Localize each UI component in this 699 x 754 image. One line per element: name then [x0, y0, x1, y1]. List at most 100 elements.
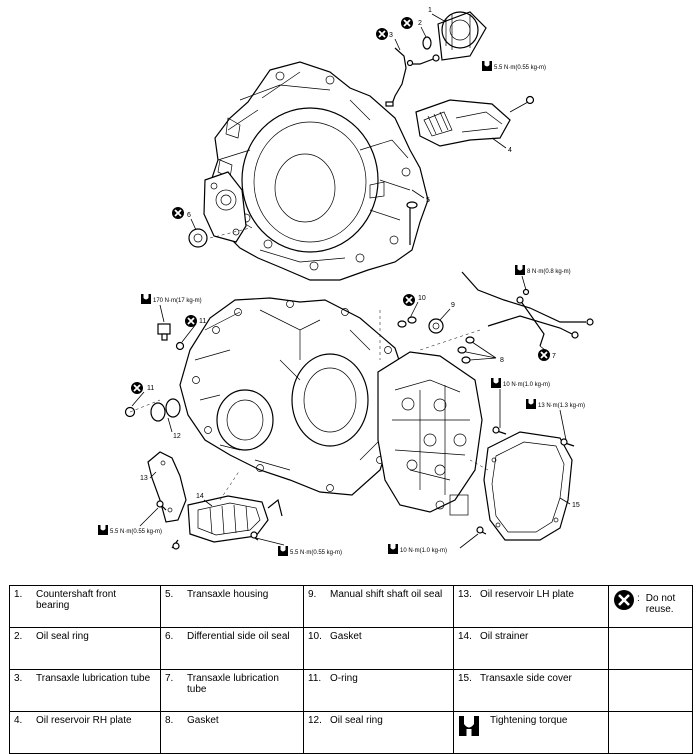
oil-seal-rings-12 [150, 398, 181, 422]
do-not-reuse-icon [375, 27, 389, 41]
torque-icon [515, 265, 525, 275]
legend-row: 1. Countershaft front bearing 5. Transaxle… [9, 585, 693, 628]
oil-reservoir-rh-plate [415, 95, 535, 147]
callout-12: 12 [173, 433, 181, 440]
callout-13: 13 [140, 475, 148, 482]
legend-num: 14. [458, 631, 472, 642]
legend-text: Transaxle lubrication tube [36, 673, 151, 684]
legend-cell: 11.O-ring [303, 669, 454, 712]
legend-cell: 14. Oil strainer [453, 627, 609, 670]
legend-num: 5. [165, 589, 174, 600]
legend-num: 2. [14, 631, 23, 642]
legend-cell: 15. Transaxle side cover [453, 669, 609, 712]
torque-top: 5.5 N·m(0.55 kg-m) [494, 65, 546, 71]
legend-cell-empty [608, 669, 693, 712]
torque-170: 170 N·m(17 kg-m) [153, 298, 202, 304]
legend-text: Oil seal ring [330, 715, 383, 726]
legend-text: Tightening torque [490, 715, 568, 726]
legend-text: Gasket [187, 715, 219, 726]
legend-text: Countershaft front bearing [36, 589, 117, 611]
transaxle-side-cover [483, 431, 573, 541]
callout-9: 9 [451, 302, 455, 309]
gaskets-10 [397, 316, 417, 328]
callout-7: 7 [552, 353, 556, 360]
legend-num: 9. [308, 589, 317, 600]
lubrication-tube-7 [461, 271, 594, 347]
legend-num: 3. [14, 673, 23, 684]
torque-13: 13 N·m(1.3 kg-m) [538, 403, 585, 409]
legend-cell: 10.Gasket [303, 627, 454, 670]
do-not-reuse-icon [171, 206, 185, 220]
parts-legend-table: 1. Countershaft front bearing 5. Transaxle… [9, 585, 693, 754]
gaskets-8 [457, 336, 497, 364]
do-not-reuse-icon [400, 16, 414, 30]
legend-num: 15. [458, 673, 472, 684]
legend-num: 12. [308, 715, 322, 726]
legend-num: 1. [14, 589, 23, 600]
torque-icon [491, 378, 501, 388]
do-not-reuse-text: Do not reuse. [645, 593, 676, 615]
countershaft-front-bearing [437, 11, 487, 61]
do-not-reuse-icon [402, 293, 416, 307]
differential-side-oil-seal [188, 228, 208, 248]
callout-11a: 11 [147, 385, 154, 392]
legend-row: 4.Oil reservoir RH plate 8.Gasket 12.Oil… [9, 711, 693, 754]
legend-cell: 1. Countershaft front bearing [9, 585, 161, 628]
exploded-view-diagram: 1 2 3 4 5 6 7 8 9 10 11 11 12 13 14 15 [98, 7, 594, 556]
torque-bottom: 5.5 N·m(0.55 kg-m) [290, 550, 342, 556]
legend-cell: 5. Transaxle housing [160, 585, 304, 628]
legend-cell: 6. Differential side oil seal [160, 627, 304, 670]
legend-num: 6. [165, 631, 174, 642]
callout-5: 5 [426, 197, 430, 204]
legend-text: Differential side oil seal [187, 631, 290, 642]
bolts [156, 426, 575, 550]
tightening-torque-icon [459, 716, 479, 736]
manual-shift-shaft-oil-seal [428, 318, 444, 334]
torque-10a: 10 N·m(1.0 kg-m) [503, 382, 550, 388]
legend-num: 11. [308, 673, 322, 684]
torque-icon [278, 546, 288, 556]
legend-cell-do-not-reuse: : Do not reuse. [608, 585, 693, 628]
legend-text: Oil strainer [480, 631, 529, 642]
legend-cell: 8. Gasket [160, 711, 304, 754]
legend-num: 8. [165, 715, 174, 726]
torque-10b: 10 N·m(1.0 kg-m) [400, 548, 447, 554]
torque-left: 5.5 N·m(0.55 kg-m) [110, 529, 162, 535]
guide-lines [129, 227, 489, 501]
oil-strainer [187, 495, 283, 543]
callout-15: 15 [572, 502, 580, 509]
legend-text: Oil seal ring [36, 631, 89, 642]
legend-colon: : [637, 593, 640, 604]
lubrication-tube-3 [385, 47, 440, 107]
legend-cell-empty [608, 711, 693, 754]
callout-14: 14 [196, 493, 204, 500]
legend-num: 4. [14, 715, 23, 726]
callout-10: 10 [418, 295, 426, 302]
legend-num: 13. [458, 589, 472, 600]
callout-4: 4 [508, 147, 512, 154]
callout-1: 1 [428, 7, 432, 14]
legend-cell: 12. Oil seal ring [303, 711, 454, 754]
callout-8: 8 [500, 357, 504, 364]
do-not-reuse-icon [184, 314, 198, 328]
callout-3: 3 [389, 32, 393, 39]
torque-8nm: 8 N·m(0.8 kg-m) [527, 269, 571, 275]
callout-2: 2 [418, 20, 422, 27]
torque-icon [98, 525, 108, 535]
do-not-reuse-icon [130, 381, 144, 395]
legend-text: Transaxle housing [187, 589, 269, 600]
legend-row: 3. Transaxle lubrication tube 7. Transaxle… [9, 669, 693, 712]
legend-num: 7. [165, 673, 174, 684]
transaxle-case [179, 297, 483, 516]
legend-num: 10. [308, 631, 322, 642]
do-not-reuse-icon [614, 590, 634, 610]
torque-icon [141, 294, 151, 304]
legend-text: Transaxle lubrication tube [187, 673, 279, 695]
legend-cell: 9.Manual shift shaft oil seal [303, 585, 454, 628]
legend-cell: 13.Oil reservoir LH plate [453, 585, 609, 628]
transaxle-housing [203, 61, 429, 281]
legend-cell: 2. Oil seal ring [9, 627, 161, 670]
torque-icon [482, 61, 492, 71]
do-not-reuse-icon [537, 348, 551, 362]
legend-text: Transaxle side cover [480, 673, 572, 684]
